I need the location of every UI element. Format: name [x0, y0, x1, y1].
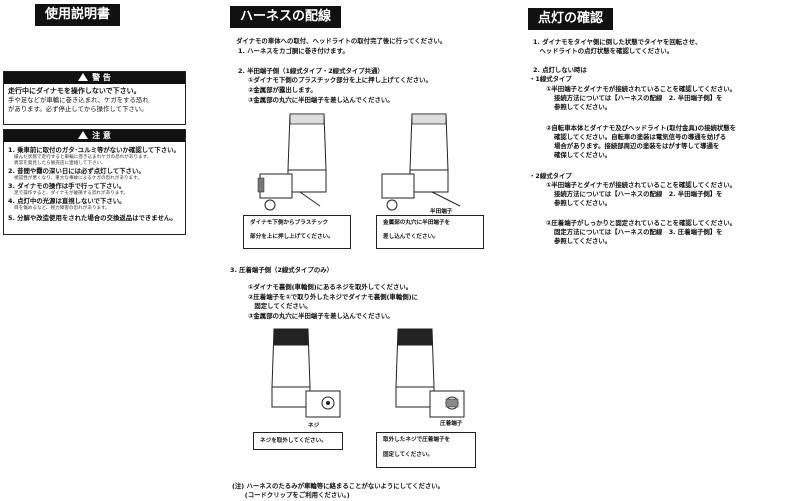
- two-wire-item1-line-3: 参照してください。: [554, 199, 612, 207]
- harness-step3-line-1: ①ダイナモ裏側(車輪側)にあるネジを取外してください。: [248, 283, 413, 291]
- dynamo-illustration-step2-right: [381, 113, 461, 211]
- two-wire-item2-line-3: 参照してください。: [554, 237, 612, 245]
- caption-step2-left-line-2: 部分を上に押し上げてください。: [250, 234, 334, 240]
- caption-step2-left: ダイナモ下側からプラスチック 部分を上に押し上げてください。: [243, 215, 351, 249]
- harness-step2-title: 2. 半田端子側（1線式タイプ・2線式タイプ共通）: [238, 67, 384, 75]
- lighting-two-wire-title: ・2線式タイプ: [529, 172, 572, 180]
- dynamo-illustration-step3-left: [271, 328, 341, 418]
- label-crimp-terminal: 圧着端子: [440, 421, 463, 427]
- caution-item-1: 1. 乗車前に取付のガタ･ユルミ等がないか確認して下さい。: [8, 146, 180, 154]
- one-wire-item2-line-1: ②自転車本体とダイナモ及びヘッドライト(取付金具)の接続状態を: [546, 124, 737, 132]
- caption-step2-right-line-2: 差し込んでください。: [383, 234, 439, 240]
- caution-title: 注 意: [92, 131, 111, 140]
- harness-header: ハーネスの配線: [230, 6, 342, 28]
- label-solder-terminal: 半田端子: [430, 209, 453, 215]
- manual-header: 使用説明書: [35, 4, 121, 26]
- caution-triangle-icon: [78, 131, 89, 139]
- harness-step3-title: 3. 圧着端子側（2線式タイプのみ）: [230, 266, 334, 274]
- caution-item-2-sub-1: 視認性が悪くなり、重大な事故によるケガの恐れがあります。: [14, 176, 142, 181]
- one-wire-item2-line-2: 確認してください。自転車の塗装は電気信号の導通を妨げる: [554, 133, 727, 141]
- warning-body-2: があります。必ず停止してから操作して下さい。: [8, 105, 148, 113]
- harness-step2-line-3: ③金属部の丸穴に半田端子を差し込んでください。: [248, 96, 394, 104]
- dynamo-illustration-step2-left: [257, 113, 327, 211]
- harness-note-2: (コードクリップをご利用ください。): [232, 491, 350, 499]
- harness-step2-line-1: ①ダイナモ下側のプラスチック部分を上に押し上げてください。: [248, 76, 432, 84]
- caution-item-4-sub-1: 目を傷めるなど、視力障害の恐れがあります。: [14, 206, 110, 211]
- caution-item-3-sub-1: 足で操作すると、ダイナモが破損する恐れがあります。: [14, 191, 129, 196]
- lighting-intro-2: ヘッドライトの点灯状態を確認してください。: [533, 47, 674, 55]
- one-wire-item2-line-3: 場合があります。接続部周辺の塗装をはがす等して導通を: [554, 142, 720, 150]
- lighting-header: 点灯の確認: [528, 8, 614, 30]
- two-wire-item2-line-1: ②圧着端子がしっかりと固定されていることを確認してください。: [546, 219, 737, 227]
- one-wire-item1-line-2: 接続方法については【ハーネスの配線 2. 半田端子側】を: [554, 94, 723, 102]
- warning-box: 警 告 走行中にダイナモを操作しないで下さい。 手や足などが車輪に巻き込まれ、ケ…: [3, 71, 186, 125]
- warning-main: 走行中にダイナモを操作しないで下さい。: [8, 87, 141, 95]
- caution-item-4: 4. 点灯中の光源は直視しないで下さい。: [8, 197, 126, 205]
- harness-step2-line-2: ②金属部が露出します。: [248, 86, 317, 94]
- caption-step2-right: 金属部の丸穴に半田端子を 差し込んでください。: [376, 215, 484, 249]
- warning-body-1: 手や足などが車輪に巻き込まれ、ケガをする恐れ: [8, 96, 149, 104]
- one-wire-item1-line-1: ①半田端子とダイナモが接続されていることを確認してください。: [546, 85, 737, 93]
- caution-title-bar: 注 意: [4, 130, 185, 142]
- label-screw: ネジ: [308, 423, 320, 429]
- harness-step3-line-3: 固定してください。: [248, 302, 312, 310]
- warning-triangle-icon: [78, 73, 89, 81]
- harness-intro-1: ダイナモの車体への取付、ヘッドライトの取付完了後に行ってください。: [236, 37, 447, 45]
- two-wire-item1-line-1: ①半田端子とダイナモが接続されていることを確認してください。: [546, 181, 737, 189]
- two-wire-item1-line-2: 接続方法については【ハーネスの配線 2. 半田端子側】を: [554, 190, 723, 198]
- caption-step3-right-line-1: 取外したネジで圧着端子を: [383, 437, 451, 443]
- caution-item-3: 3. ダイナモの操作は手で行って下さい。: [8, 182, 126, 190]
- caution-item-2: 2. 昔間や霧の深い日には必ず点灯して下さい。: [8, 167, 145, 175]
- dynamo-illustration-step3-right: [395, 328, 465, 418]
- harness-step3-line-4: ③金属部の丸穴に半田端子を差し込んでください。: [248, 312, 394, 320]
- caption-step3-left: ネジを取外してください。: [253, 432, 343, 450]
- harness-intro-2: 1. ハーネスをカゴ胴に巻き付けます。: [238, 47, 349, 55]
- warning-title: 警 告: [92, 73, 111, 82]
- caution-item-1-sub-1: 緩んだ状態で走行すると車輪に巻き込まれケガの恐れがあります。: [14, 155, 152, 160]
- caution-item-5: 5. 分解や改造使用をされた場合の交換返品はできません。: [8, 214, 177, 222]
- one-wire-item1-line-3: 参照してください。: [554, 103, 612, 111]
- caution-box: 注 意 1. 乗車前に取付のガタ･ユルミ等がないか確認して下さい。 緩んだ状態で…: [3, 129, 186, 235]
- harness-note-1: (注) ハーネスのたるみが車輪等に絡まることがないようにしてください。: [232, 482, 445, 490]
- two-wire-item2-line-2: 固定方法については【ハーネスの配線 3. 圧着端子側】を: [554, 228, 723, 236]
- lighting-one-wire-title: ・1線式タイプ: [529, 75, 572, 83]
- caption-step2-left-line-1: ダイナモ下側からプラスチック: [250, 220, 329, 226]
- caption-step3-right: 取外したネジで圧着端子を 固定してください。: [376, 432, 476, 468]
- warning-title-bar: 警 告: [4, 72, 185, 84]
- lighting-s2: 2. 点灯しない時は: [533, 66, 587, 74]
- one-wire-item2-line-4: 確保してください。: [554, 151, 612, 159]
- caption-step3-right-line-2: 固定してください。: [383, 452, 434, 458]
- caption-step2-right-line-1: 金属部の丸穴に半田端子を: [383, 220, 451, 226]
- caution-item-1-sub-2: 異常を発見したら販売店に連絡して下さい。: [14, 161, 106, 166]
- harness-step3-line-2: ②圧着端子を①で取り外したネジでダイナモ裏側(車輪側)に: [248, 293, 418, 301]
- lighting-intro-1: 1. ダイナモをタイヤ側に倒した状態でタイヤを回転させ、: [533, 38, 702, 46]
